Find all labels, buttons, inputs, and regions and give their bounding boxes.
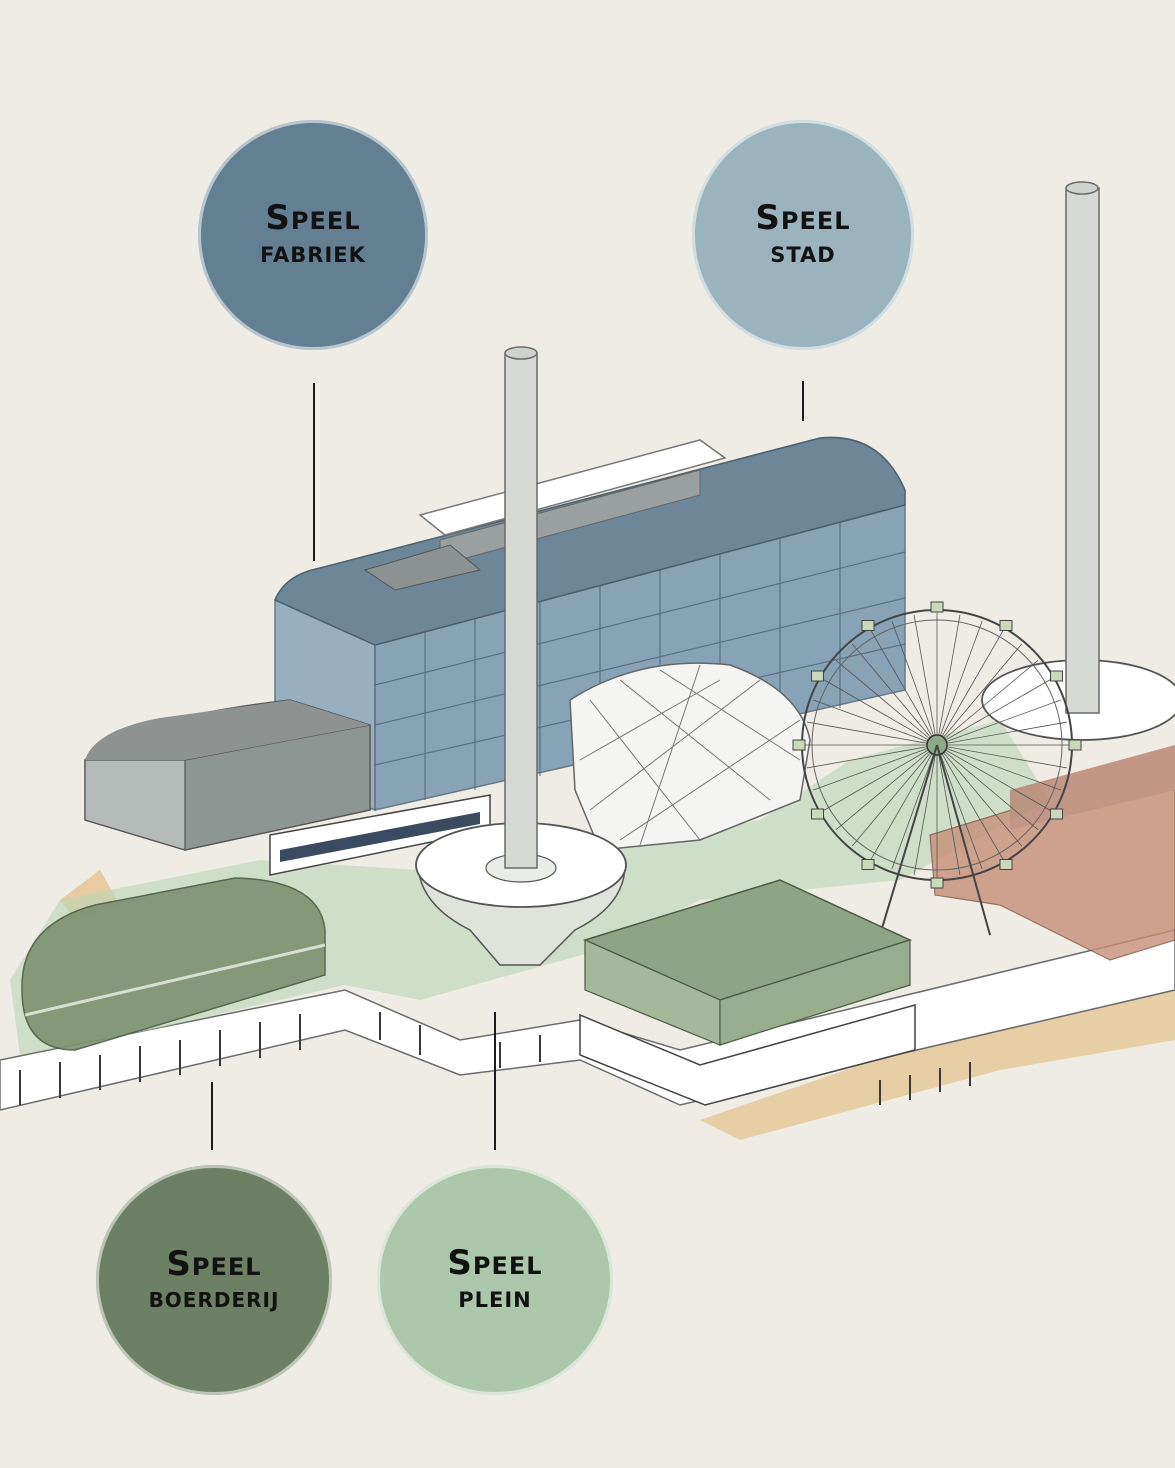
faceted-dome — [569, 662, 811, 851]
green-farm-hall — [21, 877, 326, 1051]
chimney-right — [981, 181, 1175, 741]
zone-label-line1: Speel — [755, 198, 851, 239]
leader-line-boerderij — [211, 1082, 213, 1150]
zone-label-line2: boerderij — [148, 1281, 280, 1315]
grey-side-hall — [84, 699, 491, 876]
zone-badge-speel-plein[interactable]: Speel plein — [377, 1165, 613, 1395]
quay-platform — [0, 929, 1175, 1111]
chimney-left — [415, 346, 627, 966]
sand-path-right — [700, 990, 1175, 1140]
leader-line-stad — [802, 381, 804, 421]
zone-label-line1: Speel — [265, 198, 361, 239]
ferris-wheel — [792, 601, 1082, 936]
zone-label-line2: fabriek — [260, 235, 366, 271]
zone-label-line2: plein — [458, 1280, 532, 1316]
green-pavilion — [579, 879, 916, 1106]
zone-badge-speel-fabriek[interactable]: Speel fabriek — [198, 120, 428, 350]
zone-badge-speel-stad[interactable]: Speel stad — [692, 120, 914, 350]
quay-pillars — [19, 1012, 971, 1105]
zone-badge-speel-boerderij[interactable]: Speel boerderij — [96, 1165, 332, 1395]
zone-label-line1: Speel — [447, 1243, 543, 1284]
leader-line-fabriek — [313, 383, 315, 561]
zone-label-line1: Speel — [166, 1244, 262, 1285]
zone-label-line2: stad — [770, 235, 836, 271]
leader-line-plein — [494, 1012, 496, 1150]
dome-facets — [579, 664, 801, 846]
